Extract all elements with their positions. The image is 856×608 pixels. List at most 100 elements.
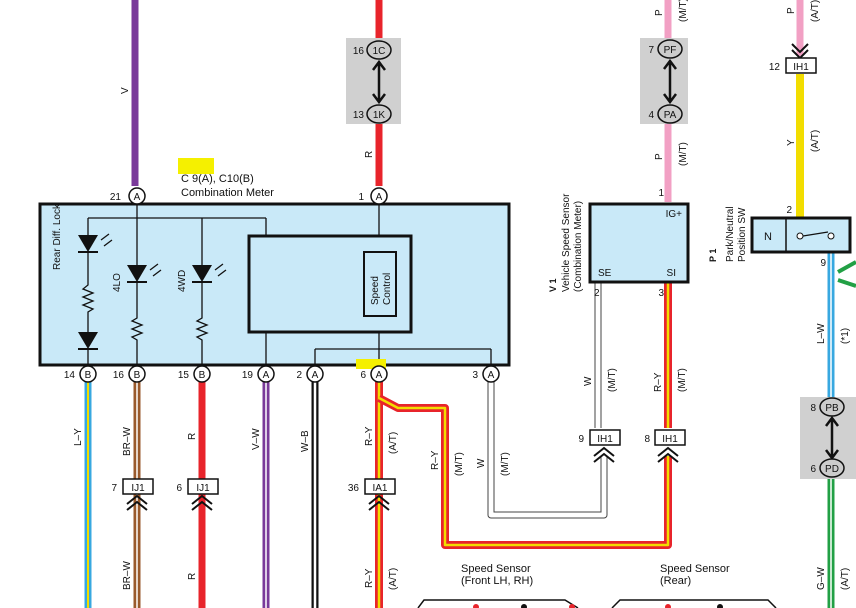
connector-ih1-9 xyxy=(589,429,621,446)
front-sensor-dot-3 xyxy=(569,604,575,608)
label-at6: (A/T) xyxy=(388,432,399,454)
meter-pin-letter: B xyxy=(134,370,141,381)
double-arrow-pb-pd xyxy=(825,415,839,461)
meter-pin-num: 19 xyxy=(242,370,254,381)
pin-1a-letter: A xyxy=(376,192,383,203)
connector-ia1-36-num: 36 xyxy=(348,483,360,494)
meter-pin-num: 15 xyxy=(178,370,190,381)
meter-pin xyxy=(306,365,324,383)
connector-1k-num: 13 xyxy=(353,110,365,121)
connector-ij1-6-num: 6 xyxy=(176,483,182,494)
speed-control-label-1: Speed xyxy=(370,276,381,305)
speed-control-label-2: Control xyxy=(382,273,393,305)
label-mt-top: (M/T) xyxy=(678,0,689,22)
led-4wd xyxy=(192,263,227,283)
label-at-right: (A/T) xyxy=(810,0,821,22)
switch-id: P 1 xyxy=(708,249,718,262)
connector-pf xyxy=(657,39,683,59)
label-v-top: V xyxy=(120,87,131,94)
connector-pd xyxy=(819,458,845,478)
label-lw: L–W xyxy=(816,323,827,344)
front-sensor-bracket xyxy=(417,599,579,608)
connector-ij1-6-code: IJ1 xyxy=(196,483,210,494)
connector-ij1-7-num: 7 xyxy=(111,483,117,494)
switch-term-n: N xyxy=(764,231,772,243)
meter-pin-num: 16 xyxy=(113,370,125,381)
front-sensor-dot-1 xyxy=(473,604,479,608)
wire-w-mt-fill xyxy=(488,382,607,518)
double-arrow-pf-pa xyxy=(663,58,677,105)
double-arrow-1c-1k xyxy=(372,59,386,105)
connector-ij1-7 xyxy=(122,478,154,495)
connector-1c-code: 1C xyxy=(373,46,386,57)
label-at-bot: (A/T) xyxy=(388,568,399,590)
meter-pin-num: 14 xyxy=(64,370,76,381)
vehicle-speed-sensor xyxy=(588,202,690,284)
label-at-y: (A/T) xyxy=(810,130,821,152)
label-ry6: R–Y xyxy=(364,426,375,446)
sensor-name-1: Vehicle Speed Sensor xyxy=(561,193,572,292)
sensor-term-ig: IG+ xyxy=(666,209,683,220)
label-ry-si: R–Y xyxy=(653,372,664,392)
connector-pb-code: PB xyxy=(825,403,839,414)
sensor-term-se: SE xyxy=(598,268,612,279)
connector-pb-num: 8 xyxy=(810,403,816,414)
connector-pa-code: PA xyxy=(664,110,677,121)
rear-sensor-dot-2 xyxy=(717,604,723,608)
meter-pin-letter: A xyxy=(312,370,319,381)
label-r-top: R xyxy=(364,151,375,158)
front-sensor-dot-2 xyxy=(521,604,527,608)
pin-6a-highlight xyxy=(356,359,386,369)
label-brw: BR–W xyxy=(122,427,133,456)
label-mt-wdiag: (M/T) xyxy=(500,452,511,476)
meter-internal-circuit xyxy=(81,204,492,366)
switch-contact-1 xyxy=(796,232,804,240)
led-4lo xyxy=(127,263,162,283)
label-mt-mid: (M/T) xyxy=(678,142,689,166)
meter-pin-letter: B xyxy=(85,370,92,381)
sensor-pin-si: 3 xyxy=(658,288,664,299)
meter-pin-letter: A xyxy=(376,370,383,381)
connector-ia1-36 xyxy=(364,478,396,495)
meter-pin xyxy=(128,365,146,383)
connector-pd-num: 6 xyxy=(810,464,816,475)
label-r15: R xyxy=(187,433,198,440)
meter-pin-num: 6 xyxy=(360,370,366,381)
meter-title-2: Combination Meter xyxy=(181,187,274,199)
arrow-ih1-9 xyxy=(593,446,615,463)
meter-pin-num: 3 xyxy=(472,370,478,381)
connector-ih1-12-num: 12 xyxy=(769,62,781,73)
sensor-term-si: SI xyxy=(667,268,676,279)
connector-pd-code: PD xyxy=(825,464,839,475)
connector-ij1-7-code: IJ1 xyxy=(131,483,145,494)
rear-sensor-bracket xyxy=(611,599,777,608)
label-at-gw: (A/T) xyxy=(840,568,851,590)
label-mt-diag: (M/T) xyxy=(454,452,465,476)
connector-1c xyxy=(366,40,392,60)
rear-sensor-label-1: Speed Sensor xyxy=(660,563,730,575)
connector-ih1-8-num: 8 xyxy=(644,434,650,445)
meter-title-1: C 9(A), C10(B) xyxy=(181,173,254,185)
rear-sensor-label-2: (Rear) xyxy=(660,575,691,587)
sensor-pin-ig: 1 xyxy=(658,188,664,199)
connector-1k xyxy=(366,104,392,124)
connector-ih1-8 xyxy=(654,429,686,446)
meter-pin-letter: A xyxy=(263,370,270,381)
label-rear-diff-lock: Rear Diff. Lock xyxy=(52,203,63,270)
label-brw-bot: BR–W xyxy=(122,561,133,590)
label-4wd: 4WD xyxy=(177,270,188,292)
connector-ia1-36-code: IA1 xyxy=(372,483,387,494)
wire-labels: V R P (M/T) P (M/T) P (A/T) Y (A/T) L–Y … xyxy=(73,0,851,590)
arrow-ij1-7 xyxy=(126,494,148,511)
wire-green-right2 xyxy=(837,278,856,288)
connector-pa xyxy=(657,104,683,124)
connector-ih1-9-code: IH1 xyxy=(597,434,613,445)
front-sensor-label-2: (Front LH, RH) xyxy=(461,575,533,587)
connector-ih1-12-code: IH1 xyxy=(793,62,809,73)
arrow-ij1-6 xyxy=(191,494,213,511)
speed-control-module xyxy=(363,251,397,317)
switch-contact-2 xyxy=(827,232,835,240)
switch-name-2: Position SW xyxy=(737,207,748,262)
sensor-name-2: (Combination Meter) xyxy=(573,201,584,292)
